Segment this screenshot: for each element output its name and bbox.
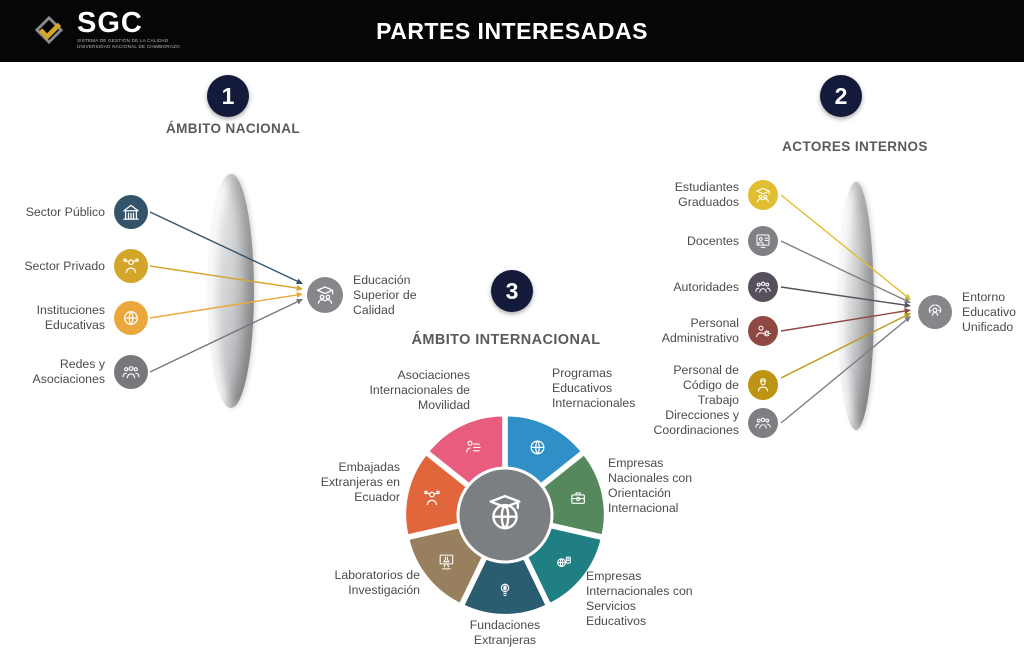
item-label: Docentes [687,233,739,248]
logo-acronym: SGC [77,7,143,39]
section-badge-3: 3 [491,270,533,312]
unified-person-icon [918,295,952,330]
flow-arrow-head [904,316,911,323]
list-item-estudiantes: Estudiantes Graduados [645,180,778,210]
flow-arrow-head [904,293,911,300]
target-internos: Entorno Educativo Unificado [918,290,1024,334]
list-item-instituciones-educativas: Instituciones Educativas [8,301,148,335]
header-bar: SGC SISTEMA DE GESTIÓN DE LA CALIDAD UNI… [0,0,1024,62]
target-label: Educación Superior de Calidad [353,273,417,317]
authority-group-icon [748,272,778,302]
list-item-autoridades: Autoridades [645,272,778,302]
wheel-segment [461,516,549,617]
flow-arrow-head [904,313,911,319]
education-globe-icon [114,301,148,335]
stakeholder-wheel [404,414,606,617]
coordination-people-icon [748,408,778,438]
logo-text: SGC SISTEMA DE GESTIÓN DE LA CALIDAD UNI… [77,9,180,51]
wheel-label-programas: Programas Educativos Internacionales [552,366,636,410]
item-label: Redes y Asociaciones [32,357,105,386]
admin-gear-person-icon [748,316,778,346]
logo-tagline-1: SISTEMA DE GESTIÓN DE LA CALIDAD [77,38,169,43]
target-nacional: Educación Superior de Calidad [307,273,439,317]
list-item-sector-publico: Sector Público [8,195,148,229]
target-label: Entorno Educativo Unificado [962,290,1017,334]
flow-arrow-head [296,292,303,298]
item-label: Sector Público [25,204,105,219]
list-item-redes-asociaciones: Redes y Asociaciones [8,355,148,389]
section-title-nacional: ÁMBITO NACIONAL [166,121,300,136]
item-label: Personal de Código de Trabajo [673,363,739,407]
logo-tagline-2: UNIVERSIDAD NACIONAL DE CHIMBORAZO [77,44,180,50]
list-item-docentes: Docentes [645,226,778,256]
list-item-personal-administrativo: Personal Administrativo [645,316,778,346]
graduates-icon [307,277,343,314]
item-label: Estudiantes Graduados [674,180,739,209]
wheel-label-laboratorios: Laboratorios de Investigación [334,568,420,597]
list-item-codigo-trabajo: Personal de Código de Trabajo [645,363,778,407]
item-label: Instituciones Educativas [36,303,105,332]
wheel-center [456,466,554,564]
section-badge-1: 1 [207,75,249,117]
sgc-check-diamond-icon [34,15,64,45]
item-label: Sector Privado [24,258,105,273]
wheel-label-empresas-internacionales: Empresas Internacionales con Servicios E… [586,569,693,628]
section-title-internos: ACTORES INTERNOS [782,139,928,154]
wheel-label-empresas-nacionales: Empresas Nacionales con Orientación Inte… [608,456,693,515]
flow-arrow-head [296,285,303,291]
section-badge-2: 2 [820,75,862,117]
flow-arrow-head [904,308,911,314]
flow-arrow-head [904,302,911,308]
network-people-icon [114,355,148,389]
wheel-label-asociaciones: Asociaciones Internacionales de Movilida… [369,368,471,412]
government-building-icon [114,195,148,229]
section-title-internacional: ÁMBITO INTERNACIONAL [411,332,601,348]
sgc-logo: SGC SISTEMA DE GESTIÓN DE LA CALIDAD UNI… [30,9,180,51]
item-label: Autoridades [673,279,739,294]
wheel-label-fundaciones: Fundaciones Extranjeras [469,618,541,647]
funnel-lens-internos [838,182,874,430]
flow-arrow-head [296,299,303,305]
wheel-label-embajadas: Embajadas Extranjeras en Ecuador [320,460,400,504]
list-item-sector-privado: Sector Privado [8,249,148,283]
graduate-icon [748,180,778,210]
list-item-direcciones: Direcciones y Coordinaciones [645,408,778,438]
teacher-icon [748,226,778,256]
worker-icon [748,370,778,401]
flow-arrow-head [296,278,303,284]
page-title: PARTES INTERESADAS [376,18,648,44]
flow-arrow-head [904,297,911,303]
item-label: Personal Administrativo [661,316,739,345]
business-person-icon [114,249,148,283]
funnel-lens-nacional [208,174,254,408]
item-label: Direcciones y Coordinaciones [653,408,739,437]
